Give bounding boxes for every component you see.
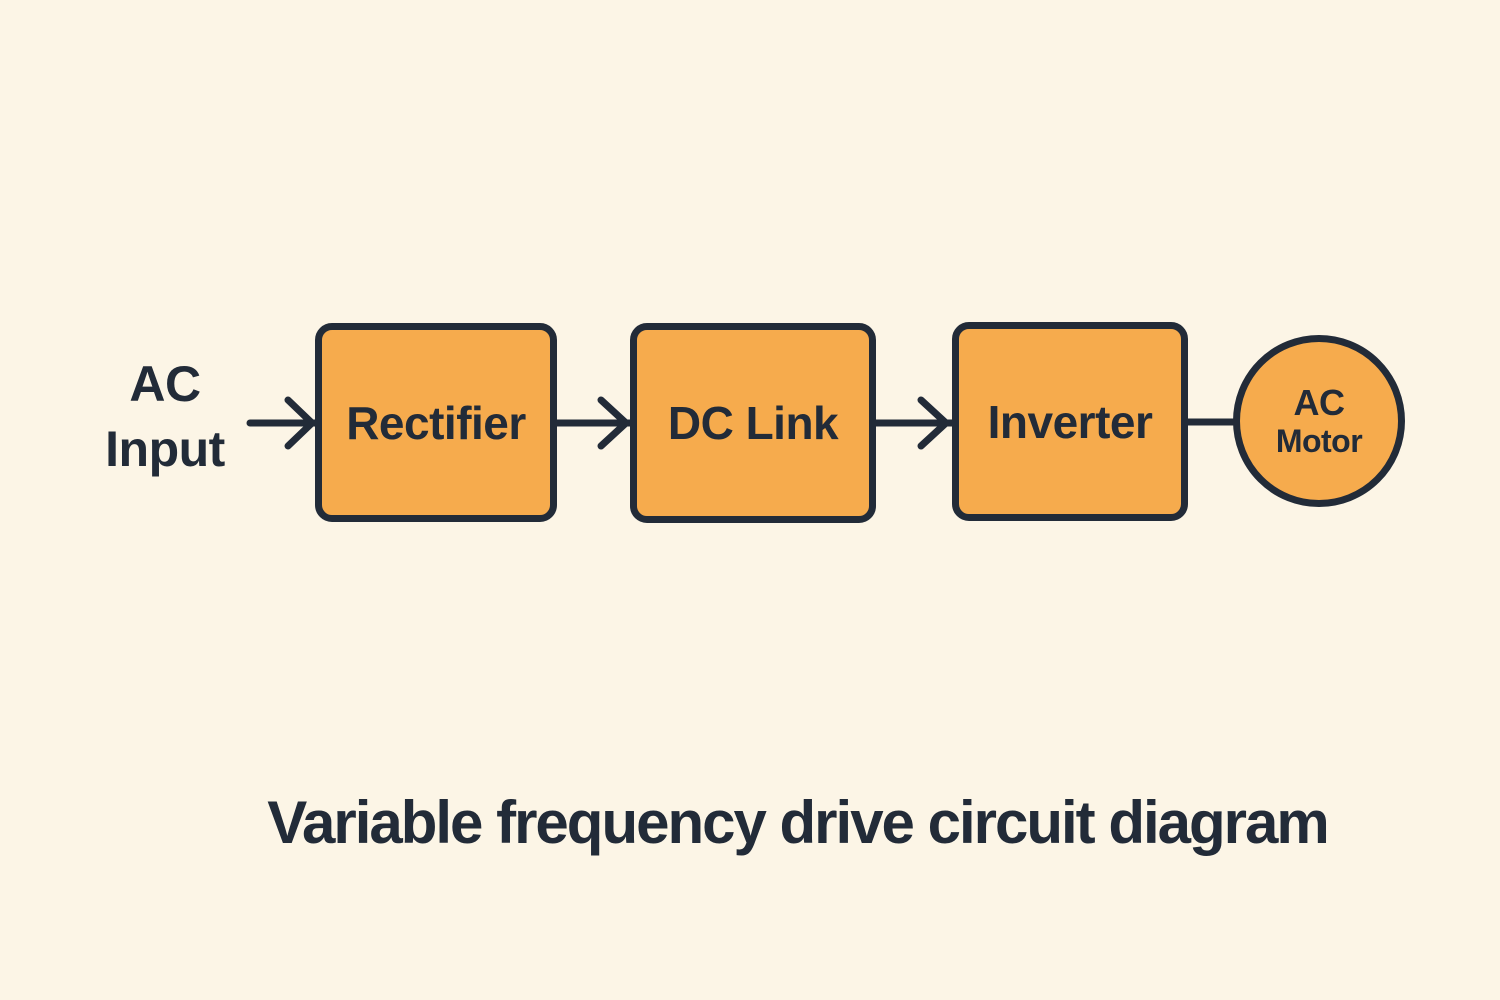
arrowhead-icon (284, 396, 316, 450)
block-rectifier-label: Rectifier (346, 396, 526, 449)
ac-input-label: AC Input (90, 352, 240, 482)
ac-motor-label-line1: AC (1293, 381, 1346, 423)
ac-input-label-line1: AC (129, 356, 201, 412)
block-rectifier: Rectifier (315, 323, 557, 522)
arrowhead-icon (917, 396, 950, 450)
arrowhead-icon (597, 396, 630, 450)
ac-motor-label-line2: Motor (1275, 423, 1363, 460)
block-inverter-label: Inverter (987, 395, 1153, 448)
block-dc-link: DC Link (630, 323, 876, 523)
ac-input-label-line2: Input (105, 421, 225, 477)
diagram-title: Variable frequency drive circuit diagram (267, 789, 1329, 856)
block-ac-motor: AC Motor (1233, 335, 1405, 507)
block-inverter: Inverter (952, 322, 1188, 521)
block-dc-link-label: DC Link (667, 397, 839, 449)
